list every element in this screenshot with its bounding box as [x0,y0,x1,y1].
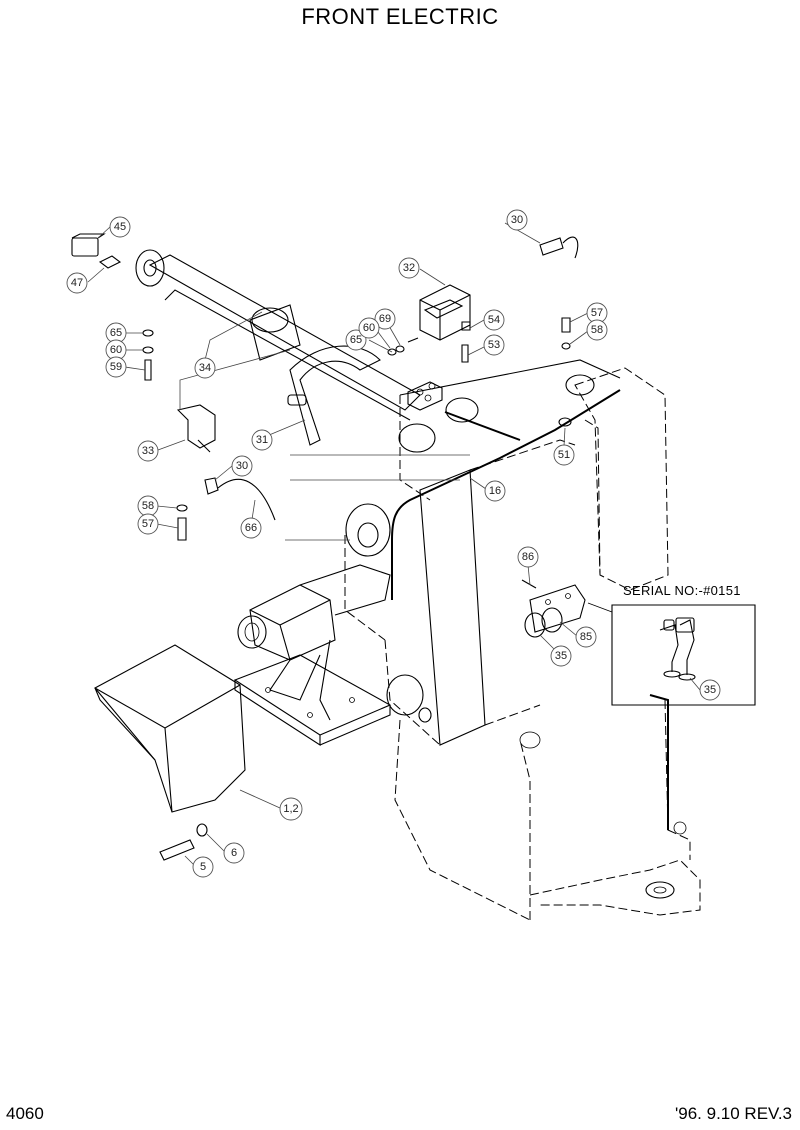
callout-6: 6 [223,842,245,864]
callout-54: 54 [483,309,505,331]
callout-69: 69 [374,308,396,330]
svg-text:57: 57 [142,518,154,530]
callout-53: 53 [483,334,505,356]
svg-text:65: 65 [110,327,122,339]
page-number: 4060 [6,1104,44,1123]
svg-text:59: 59 [110,361,122,373]
serial-inset [587,602,756,706]
svg-text:65: 65 [350,334,362,346]
callout-34: 34 [194,357,216,379]
svg-text:34: 34 [199,362,211,374]
horn [521,579,586,638]
svg-text:58: 58 [591,324,603,336]
svg-text:45: 45 [114,221,126,233]
svg-text:86: 86 [522,551,534,563]
serial-note: SERIAL NO:-#0151 [623,583,741,598]
svg-text:47: 47 [71,277,83,289]
svg-text:60: 60 [363,322,375,334]
callout-65: 65 [105,322,127,344]
callout-60: 60 [105,339,127,361]
svg-text:54: 54 [488,314,500,326]
work-light [237,564,391,721]
callout-58: 58 [137,495,159,517]
svg-text:66: 66 [245,522,257,534]
bracket-31 [287,345,381,446]
svg-text:31: 31 [256,434,268,446]
mounting-plate [233,654,392,747]
svg-text:30: 30 [511,214,523,226]
callout-16: 16 [484,480,506,502]
svg-text:1,2: 1,2 [283,803,298,815]
light-cover [94,644,246,813]
svg-text:69: 69 [379,313,391,325]
callout-47: 47 [66,272,88,294]
svg-text:16: 16 [489,485,501,497]
callout-51: 51 [553,444,575,466]
svg-text:35: 35 [704,684,716,696]
callout-32: 32 [398,257,420,279]
boom-cylinder [135,249,421,421]
callout-35-inset: 35 [699,679,721,701]
callout-45: 45 [109,216,131,238]
callout-30: 30 [231,455,253,477]
page-title: FRONT ELECTRIC [301,4,499,29]
callout-31: 31 [251,429,273,451]
callout-57b: 57 [586,302,608,324]
svg-text:6: 6 [231,847,237,859]
svg-text:58: 58 [142,500,154,512]
terminal-block [407,381,443,411]
svg-text:5: 5 [200,861,206,873]
svg-text:33: 33 [142,445,154,457]
callout-86: 86 [517,546,539,568]
callout-59: 59 [105,356,127,378]
callout-58b: 58 [586,319,608,341]
svg-text:57: 57 [591,307,603,319]
svg-text:32: 32 [403,262,415,274]
callout-57: 57 [137,513,159,535]
boom-frame [344,359,701,921]
callout-5: 5 [192,856,214,878]
svg-text:60: 60 [110,344,122,356]
svg-text:51: 51 [558,449,570,461]
callout-85: 85 [575,626,597,648]
wiring-harness [391,389,669,830]
callout-35: 35 [550,645,572,667]
svg-text:35: 35 [555,650,567,662]
leader-lines [87,222,701,867]
callout-60b: 60 [358,317,380,339]
revision-label: '96. 9.10 REV.3 [675,1104,792,1123]
small-parts [71,233,579,861]
svg-text:53: 53 [488,339,500,351]
callout-33: 33 [137,440,159,462]
callout-1-2: 1,2 [279,797,303,821]
part-32-box [419,284,471,341]
svg-text:85: 85 [580,631,592,643]
callout-30-top: 30 [506,209,528,231]
callout-66: 66 [240,517,262,539]
svg-text:30: 30 [236,460,248,472]
callout-65b: 65 [345,329,367,351]
